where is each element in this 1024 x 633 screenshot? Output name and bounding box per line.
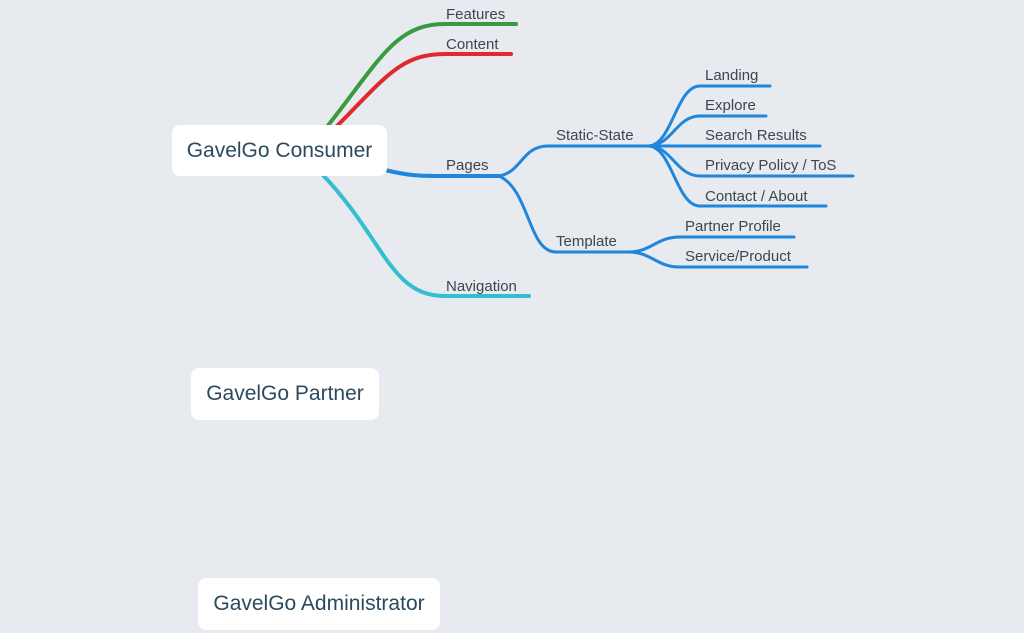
branch-pages[interactable]: Pages	[446, 157, 489, 174]
node-explore[interactable]: Explore	[705, 97, 756, 114]
branch-features[interactable]: Features	[446, 6, 506, 23]
branch-content[interactable]: Content	[446, 36, 499, 53]
pages-connector	[383, 168, 501, 178]
node-landing[interactable]: Landing	[705, 67, 759, 84]
features-connector	[324, 22, 518, 130]
root-node-partner[interactable]: GavelGo Partner	[191, 368, 379, 420]
contact-about-connector	[646, 144, 828, 208]
content-connector	[333, 52, 513, 130]
navigation-connector	[320, 172, 531, 298]
node-contact-about[interactable]: Contact / About	[705, 188, 808, 205]
node-privacy-policy[interactable]: Privacy Policy / ToS	[705, 157, 837, 174]
root-node-consumer[interactable]: GavelGo Consumer	[172, 125, 387, 176]
service-product-connector	[626, 250, 809, 269]
node-template[interactable]: Template	[556, 233, 617, 250]
root-node-administrator[interactable]: GavelGo Administrator	[198, 578, 440, 630]
node-service-product[interactable]: Service/Product	[685, 248, 791, 265]
node-search-results[interactable]: Search Results	[705, 127, 807, 144]
node-partner-profile[interactable]: Partner Profile	[685, 218, 781, 235]
branch-navigation[interactable]: Navigation	[446, 278, 517, 295]
node-static-state[interactable]: Static-State	[556, 127, 634, 144]
static-state-connector	[497, 144, 650, 178]
template-connector	[497, 174, 630, 254]
